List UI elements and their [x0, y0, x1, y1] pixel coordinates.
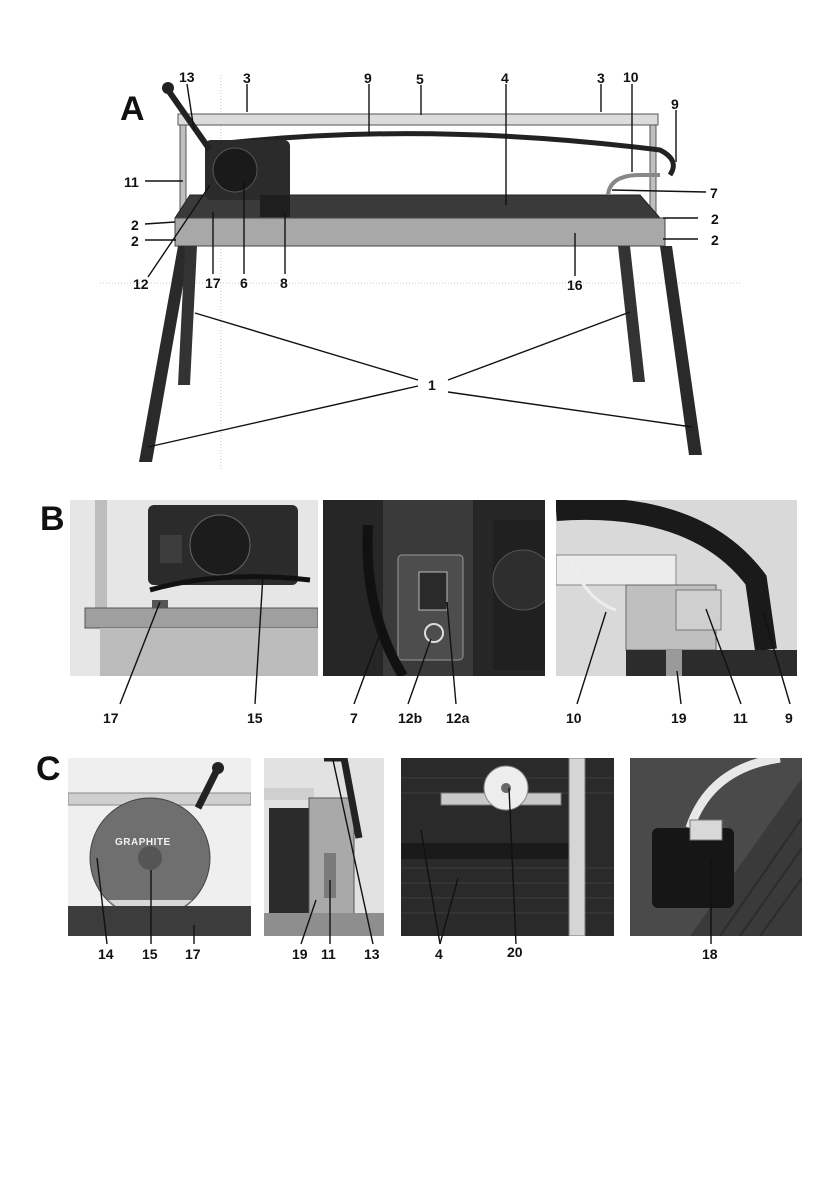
callout-c-11: 11 — [321, 947, 336, 961]
callout-c-18: 18 — [702, 947, 718, 961]
callout-c-14: 14 — [98, 947, 114, 961]
figure-c-leaders — [0, 0, 839, 960]
callout-c-20: 20 — [507, 945, 523, 959]
callout-c-15: 15 — [142, 947, 158, 961]
callout-c-13: 13 — [364, 947, 380, 961]
callout-c-4: 4 — [435, 947, 443, 961]
callout-c-19: 19 — [292, 947, 308, 961]
callout-c-17: 17 — [185, 947, 201, 961]
